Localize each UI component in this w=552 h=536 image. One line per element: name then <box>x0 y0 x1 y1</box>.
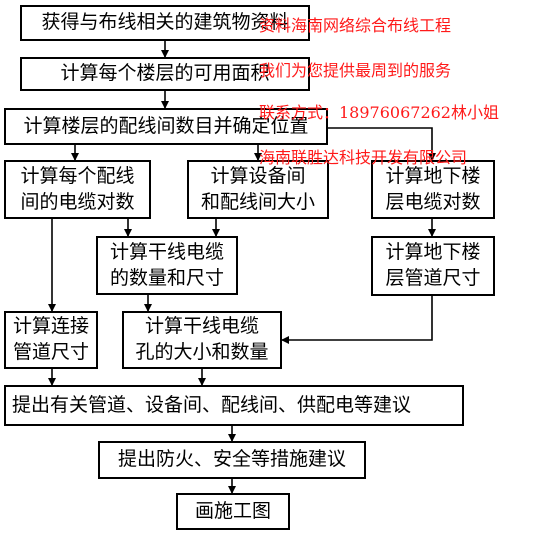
step-propose-facilities: 提出有关管道、设备间、配线间、供配电等建议 <box>4 385 464 426</box>
step-calc-trunk-holes: 计算干线电缆 孔的大小和数量 <box>122 311 282 369</box>
step-draw-construction-plan: 画施工图 <box>176 493 290 530</box>
watermark-line-3: 联系方式：18976067262林小姐 <box>259 103 499 122</box>
step-calc-closet-cable-pairs: 计算每个配线 间的电缆对数 <box>4 160 151 219</box>
step-calc-usable-area: 计算每个楼层的可用面积 <box>20 57 310 91</box>
watermark-line-1: 资料海南网络综合布线工程 <box>259 16 452 35</box>
arrow-s3-s6 <box>326 127 436 161</box>
step-calc-basement-cable-pairs: 计算地下楼 层电缆对数 <box>371 160 495 219</box>
step-calc-wiring-closets: 计算楼层的配线间数目并确定位置 <box>4 108 328 145</box>
step-calc-trunk-cable: 计算干线电缆 的数量和尺寸 <box>96 236 238 295</box>
step-calc-connecting-conduit: 计算连接 管道尺寸 <box>4 311 98 369</box>
step-propose-safety: 提出防火、安全等措施建议 <box>98 441 366 479</box>
watermark-line-2: 我们为您提供最周到的服务 <box>259 61 452 80</box>
step-calc-room-size: 计算设备间 和配线间大小 <box>187 160 329 219</box>
step-calc-basement-conduit: 计算地下楼 层管道尺寸 <box>371 236 495 296</box>
step-get-building-info: 获得与布线相关的建筑物资料 <box>20 5 310 41</box>
arrow-s8-s10 <box>281 296 433 344</box>
watermark-line-4: 海南联胜达科技开发有限公司 <box>259 148 468 167</box>
